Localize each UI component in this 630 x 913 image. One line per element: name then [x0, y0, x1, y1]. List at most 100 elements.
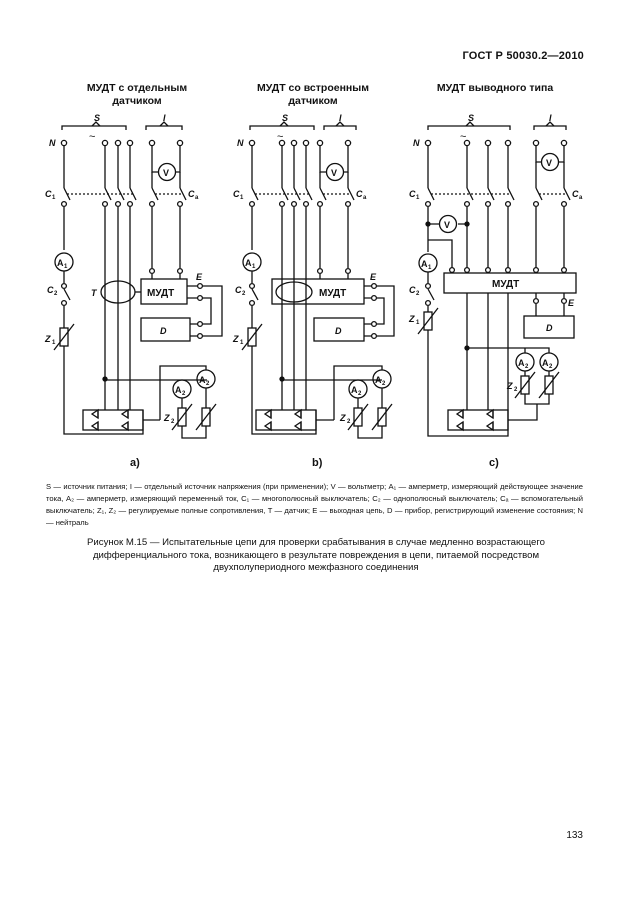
c2-label-b: C — [235, 285, 242, 295]
mudt-box-c — [443, 272, 577, 294]
c1-label-b: C — [233, 189, 240, 199]
a2-sub-b1: 2 — [358, 391, 362, 397]
legend-text: S — источник питания; I — отдельный исто… — [46, 482, 583, 527]
rectifier-bridge-c — [447, 409, 509, 431]
c1-sub-b: 1 — [240, 195, 244, 201]
device-d-box-a — [140, 317, 191, 342]
a2-sub-c1: 2 — [525, 364, 529, 370]
device-d-box-b — [313, 317, 365, 342]
ca-label-a: C — [188, 189, 195, 199]
voltmeter-icon-a — [157, 162, 177, 182]
c2-label-c: C — [409, 285, 416, 295]
supply-label-a: S — [94, 113, 100, 123]
diagram-a-title-line2: датчиком — [112, 95, 162, 107]
c1-label-c: C — [409, 189, 416, 199]
legend: S — источник питания; I — отдельный исто… — [46, 481, 583, 529]
z1-label-a: Z — [44, 334, 51, 344]
ca-label-b: C — [356, 189, 363, 199]
neutral-label-a: N — [49, 138, 56, 148]
separate-brace-a — [145, 125, 183, 130]
c1-sub-a: 1 — [52, 195, 56, 201]
neutral-label-b: N — [237, 138, 244, 148]
c1-sub-c: 1 — [416, 195, 420, 201]
separate-label-b: I — [339, 113, 342, 123]
figure-caption: Рисунок М.15 — Испытательные цепи для пр… — [87, 537, 545, 573]
terminal-l2-a — [114, 139, 122, 147]
terminal-i2-a — [176, 139, 184, 147]
a2-sub-c2: 2 — [549, 364, 553, 370]
terminal-i1-a — [148, 139, 156, 147]
a2-label-a2: A — [199, 375, 206, 385]
diagram-a-title-line1: МУДТ с отдельным — [86, 82, 188, 94]
voltmeter-icon-c — [540, 152, 560, 172]
z1-sub-a: 1 — [52, 340, 56, 346]
diagram-c-title: МУДТ выводного типа — [420, 82, 570, 95]
neutral-label-c: N — [413, 138, 420, 148]
page-number: 133 — [566, 830, 583, 841]
diagram-c-label: c) — [489, 457, 499, 469]
z1-sub-b: 1 — [240, 340, 244, 346]
voltmeter-label-b: V — [331, 168, 337, 178]
ca-label-c: C — [572, 189, 579, 199]
ca-sub-c: a — [579, 195, 583, 201]
ca-sub-b: a — [363, 195, 367, 201]
diagram-a-label: a) — [130, 457, 140, 469]
a2-sub-b2: 2 — [382, 381, 386, 387]
voltmeter-label-a: V — [163, 168, 169, 178]
a2-label-c2: A — [542, 358, 549, 368]
diagram-a: S ~ I N V C 1 C a — [44, 113, 223, 469]
mudt-box-a — [140, 278, 188, 305]
diagram-b: S ~ I N V C 1 C a A 1 C 2 — [232, 113, 395, 469]
a1-label-b: A — [245, 258, 252, 268]
mudt-box-b — [271, 278, 365, 305]
diagram-c: S ~ I N V C 1 C a V A 1 C 2 — [408, 113, 583, 469]
ac-symbol-c: ~ — [460, 131, 466, 143]
ac-symbol-b: ~ — [277, 131, 283, 143]
c2-sub-a: 2 — [54, 291, 58, 297]
diagram-c-title-line1: МУДТ выводного типа — [436, 82, 554, 94]
z2-sub-c: 2 — [514, 387, 518, 393]
output-label-c: E — [568, 298, 575, 308]
voltmeter-label-c: V — [546, 158, 552, 168]
a1-sub-b: 1 — [252, 264, 256, 270]
diagram-b-label: b) — [312, 457, 323, 469]
diagram-a-title: МУДТ с отдельным датчиком — [72, 82, 202, 108]
c2-label-a: C — [47, 285, 54, 295]
z1-label-c: Z — [408, 314, 415, 324]
diagram-b-title: МУДТ со встроенным датчиком — [243, 82, 383, 108]
sensor-label-a: T — [91, 288, 98, 298]
terminal-n-a — [60, 139, 68, 147]
a1-label-a: A — [57, 258, 64, 268]
voltmeter-icon-b — [325, 162, 345, 182]
separate-brace-tip-a — [159, 121, 169, 127]
rectifier-bridge-a — [82, 409, 144, 431]
diagram-b-title-line2: датчиком — [288, 95, 338, 107]
a1-sub-c: 1 — [428, 265, 432, 271]
a2-sub-a1: 2 — [182, 391, 186, 397]
supply-label-c: S — [468, 113, 474, 123]
ca-sub-a: a — [195, 195, 199, 201]
device-label-b: D — [335, 326, 342, 336]
c1-label-a: C — [45, 189, 52, 199]
a1-sub-a: 1 — [64, 264, 68, 270]
device-d-box-c — [523, 315, 575, 339]
output-label-b: E — [370, 272, 377, 282]
rectifier-bridge-b — [255, 409, 317, 431]
supply-label-b: S — [282, 113, 288, 123]
ac-symbol-a: ~ — [89, 131, 95, 143]
separate-label-a: I — [163, 113, 166, 123]
device-label-a: D — [160, 326, 167, 336]
z2-label-c: Z — [506, 381, 513, 391]
terminal-l1-a — [101, 139, 109, 147]
z2-label-a: Z — [163, 413, 170, 423]
standard-header: ГОСТ Р 50030.2—2010 — [462, 50, 584, 62]
c2-sub-b: 2 — [242, 291, 246, 297]
a1-label-c: A — [421, 259, 428, 269]
a2-label-b2: A — [375, 375, 382, 385]
a2-label-a1: A — [175, 385, 182, 395]
supply-brace-a — [61, 125, 127, 130]
output-label-a: E — [196, 272, 203, 282]
z1-sub-c: 1 — [416, 320, 420, 326]
z2-sub-b: 2 — [347, 419, 351, 425]
